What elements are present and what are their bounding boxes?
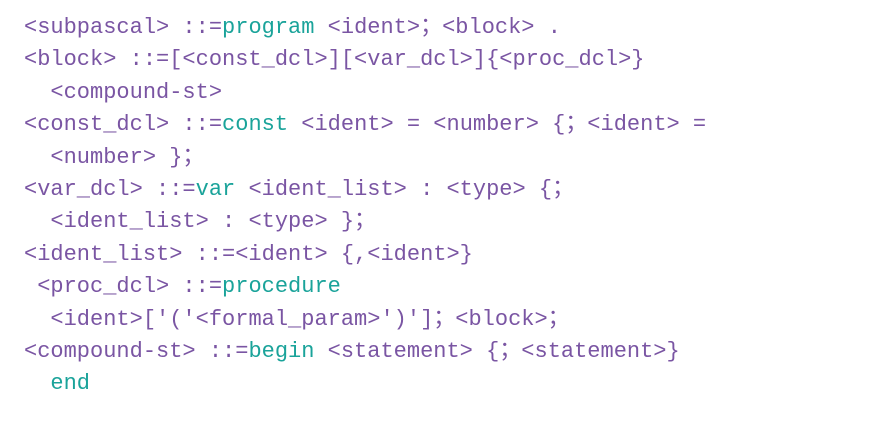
indent (24, 209, 50, 234)
grammar-keyword: begin (248, 338, 315, 364)
grammar-text: <compound-st> (50, 79, 223, 105)
grammar-line: <ident>['('<formal_param>')']；<block>； (24, 304, 887, 336)
grammar-line: <compound-st> ::=begin <statement> {；<st… (24, 336, 887, 368)
grammar-text: <ident>['('<formal_param>')']；<block>； (50, 306, 570, 332)
grammar-keyword: const (222, 112, 289, 138)
grammar-text: <number> }； (50, 144, 205, 170)
grammar-line: <const_dcl> ::=const <ident> = <number> … (24, 109, 887, 141)
grammar-line: <var_dcl> ::=var <ident_list> : <type> {… (24, 174, 887, 206)
grammar-text: <ident_list> ::=<ident> {,<ident>} (24, 241, 473, 267)
grammar-line: <compound-st> (24, 77, 887, 109)
grammar-keyword: program (222, 15, 315, 40)
indent (24, 80, 50, 105)
grammar-text: <ident>；<block> . (314, 15, 561, 40)
grammar-text: <const_dcl> ::= (24, 112, 223, 138)
grammar-text: <ident_list> : <type> }； (50, 209, 377, 235)
grammar-text: <ident> = <number> {；<ident> = (288, 112, 707, 138)
grammar-line: <block> ::=[<const_dcl>][<var_dcl>]{<pro… (24, 44, 887, 76)
grammar-code-block: <subpascal> ::=program <ident>；<block> .… (24, 12, 887, 401)
grammar-keyword: var (195, 176, 236, 202)
grammar-text: <ident_list> : <type> {； (235, 176, 575, 202)
grammar-text: <statement> {；<statement>} (314, 338, 680, 364)
grammar-text: <subpascal> ::= (24, 15, 223, 40)
indent (24, 145, 50, 170)
grammar-text: <var_dcl> ::= (24, 176, 196, 202)
grammar-line: end (24, 368, 887, 400)
grammar-line: <subpascal> ::=program <ident>；<block> . (24, 12, 887, 44)
indent (24, 307, 50, 332)
indent (24, 274, 37, 299)
grammar-line: <ident_list> ::=<ident> {,<ident>} (24, 239, 887, 271)
grammar-text: <proc_dcl> ::= (37, 274, 223, 300)
grammar-keyword: end (50, 371, 91, 397)
indent (24, 371, 50, 396)
grammar-keyword: procedure (222, 274, 341, 300)
grammar-text: <block> ::=[<const_dcl>][<var_dcl>]{<pro… (24, 47, 645, 73)
grammar-line: <ident_list> : <type> }； (24, 206, 887, 238)
grammar-line: <number> }； (24, 142, 887, 174)
grammar-line: <proc_dcl> ::=procedure (24, 271, 887, 303)
grammar-text: <compound-st> ::= (24, 338, 249, 364)
